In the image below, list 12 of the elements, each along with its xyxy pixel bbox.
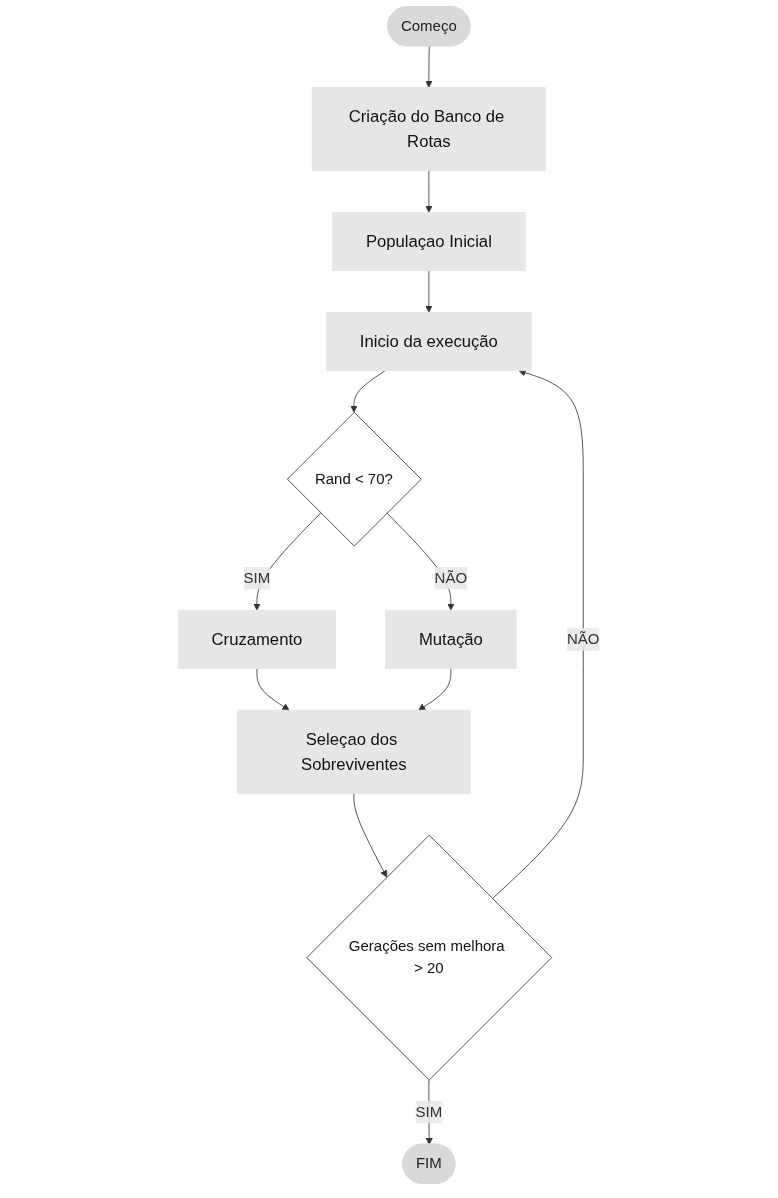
edge-label: SIM [415,1103,443,1121]
node-box: Cruzamento [177,609,337,669]
edge-label: NÃO [567,630,600,648]
edge-label: NÃO [434,569,468,587]
node-box: Populaçao Inicial [332,212,526,272]
node-diamond: Rand < 70? [287,411,422,547]
node-box: Mutação [385,609,517,669]
node-box: Criação do Banco de Rotas [311,87,547,172]
node-box: Inicio da execução [326,311,532,372]
edge-label: SIM [243,569,271,587]
node-box: Seleçao dos Sobreviventes [237,709,472,794]
node-diamond: Gerações sem melhora > 20 [306,834,553,1081]
